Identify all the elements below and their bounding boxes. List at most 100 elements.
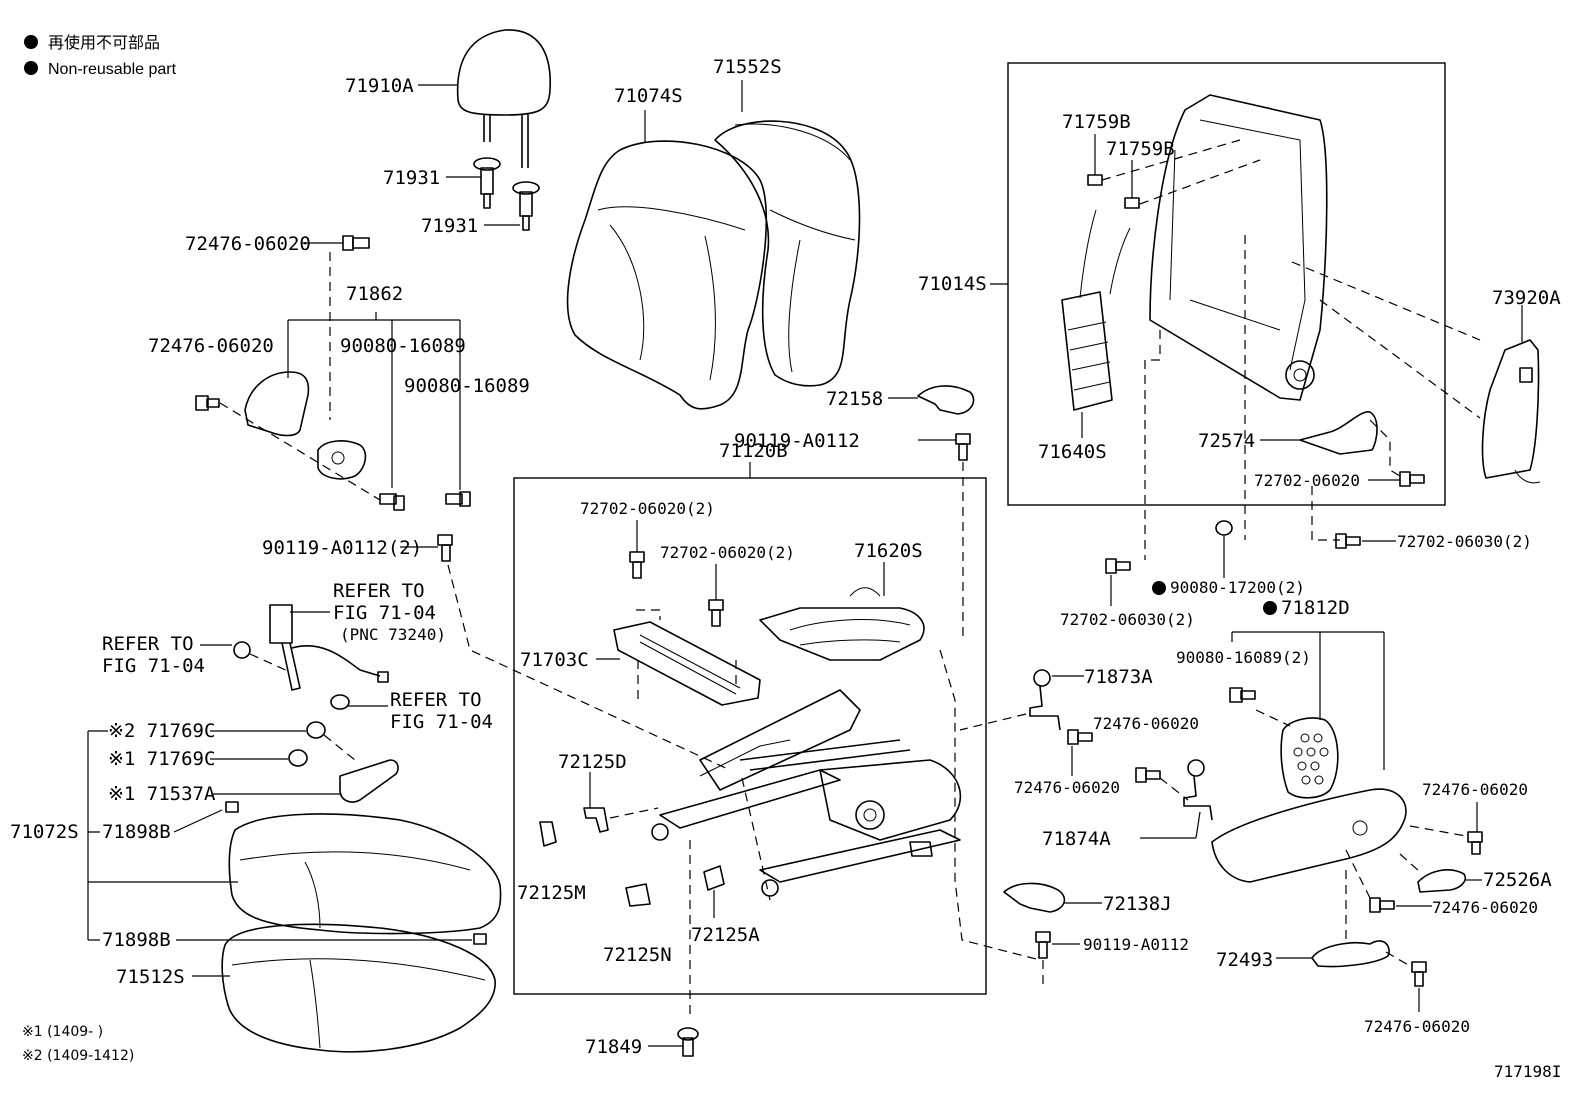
bracket-lines (287, 312, 461, 490)
label-72476-a: 72476-06020 (1422, 780, 1528, 799)
label-71931-lower: 71931 (421, 215, 478, 237)
bolt-icon (1035, 931, 1051, 959)
label-72125A: 72125A (691, 924, 760, 946)
bolt-icon (1399, 471, 1425, 487)
dashed-guide (689, 777, 771, 1020)
label-71072S: 71072S (10, 821, 79, 843)
seat-cushion-cover-drawing (228, 813, 502, 935)
bolt-icon (1229, 687, 1256, 703)
dashed-guide (1409, 825, 1467, 837)
bolt-icon (1411, 961, 1427, 987)
cover-72125N-drawing (625, 883, 651, 907)
clip-icon (1087, 174, 1103, 186)
label-71759B-b: 71759B (1106, 138, 1175, 160)
non-reusable-dot-icon (24, 61, 38, 75)
bolt-icon (437, 534, 453, 562)
dashed-guide (1255, 709, 1291, 727)
refer-to-2: REFER TO (102, 633, 194, 655)
label-72138J: 72138J (1103, 893, 1172, 915)
label-72476-b: 72476-06020 (1432, 898, 1538, 917)
leader (173, 809, 223, 833)
label-72476-c: 72476-06020 (1364, 1017, 1470, 1036)
bolt-icon (195, 395, 471, 511)
label-72125M: 72125M (517, 882, 586, 904)
label-71873A: 71873A (1084, 666, 1153, 688)
clip-icon (225, 801, 239, 813)
label-72476-mid: 72476-06020 (148, 335, 274, 357)
label-72702-2b: 72702-06020(2) (660, 543, 795, 562)
dashed-guide (323, 734, 356, 761)
clip-icon (306, 721, 326, 739)
clip-icon (1124, 197, 1140, 209)
label-71120B: 71120B (719, 440, 788, 462)
bolt-icon (342, 235, 370, 251)
hinge-cover-71812D-drawing (1211, 717, 1407, 883)
back-board-73920A-drawing (1481, 339, 1541, 484)
label-73920A: 73920A (1492, 287, 1561, 309)
seatback-cover-71552S-drawing (714, 120, 861, 387)
cover-72158-drawing (917, 385, 975, 415)
label-72476-top: 72476-06020 (185, 233, 311, 255)
lever-72493-drawing (1311, 940, 1390, 968)
label-71874A: 71874A (1042, 828, 1111, 850)
bolt-icon (1135, 767, 1161, 783)
dashed-guide (1159, 777, 1189, 801)
dashed-guide (959, 713, 1027, 731)
knob-72526A-drawing (1417, 869, 1466, 893)
label-71849: 71849 (585, 1036, 642, 1058)
cover-72125M-drawing (539, 821, 557, 847)
nut-icon (1215, 520, 1233, 536)
label-72158: 72158 (826, 388, 883, 410)
label-90080-16089-2: 90080-16089(2) (1176, 648, 1311, 667)
label-90119-right: 90119-A0112 (1083, 935, 1189, 954)
seatback-frame-drawing (1149, 94, 1328, 401)
dashed-guide (1385, 951, 1411, 967)
legend-japanese: 再使用不可部品 (48, 34, 160, 52)
cover-72125A-drawing (703, 865, 725, 891)
bracket-lines (1231, 631, 1385, 770)
label-90080-16089-a: 90080-16089 (340, 335, 466, 357)
seat-cushion-pad-drawing (221, 923, 496, 1053)
bracket-72574-drawing (1299, 411, 1378, 455)
refer-to-3: REFER TO (390, 689, 482, 711)
footnote-2: ※2 (1409-1412) (22, 1048, 134, 1064)
dashed-guide (249, 653, 291, 673)
headrest-drawing (456, 29, 551, 168)
label-72702-06030-l: 72702-06030(2) (1060, 610, 1195, 629)
label-90080-17200: 90080-17200(2) (1170, 578, 1305, 597)
seat-adjuster-drawing (651, 689, 962, 897)
label-71703C: 71703C (520, 649, 589, 671)
label-71898B-a: 71898B (102, 821, 171, 843)
bolt-icon (1105, 558, 1131, 574)
bolt-icon (1369, 897, 1395, 913)
washer-icon (233, 641, 251, 659)
label-71931-upper: 71931 (383, 167, 440, 189)
refer-pnc-1: (PNC 73240) (340, 625, 446, 644)
bolt-icon (1467, 831, 1483, 855)
label-72526A: 72526A (1483, 869, 1552, 891)
label-72702-2a: 72702-06020(2) (580, 499, 715, 518)
label-72125D: 72125D (558, 751, 627, 773)
plate-71537A-drawing (339, 759, 399, 803)
seatbelt-buckle-drawing (269, 604, 389, 691)
dashed-guide (609, 807, 659, 819)
label-72125N: 72125N (603, 944, 672, 966)
headrest-support-drawing (473, 157, 540, 231)
figure-id: 717198I (1494, 1062, 1561, 1081)
dashed-guide (447, 564, 731, 771)
spring-71620S-drawing (759, 587, 925, 661)
pad-71703C-drawing (613, 621, 761, 706)
cover-72125D-drawing (583, 807, 609, 833)
bolt-icon (708, 599, 724, 627)
clip-icon (288, 749, 308, 767)
label-72476-d: 72476-06020 (1014, 778, 1120, 797)
cover-72138J-drawing (1003, 882, 1066, 913)
non-reusable-dot-icon (1263, 601, 1277, 615)
dashed-guide (1345, 849, 1371, 899)
label-71769C-1: ※1 71769C (108, 748, 215, 770)
lumbar-71640S-drawing (1061, 209, 1131, 411)
hook-71874A-drawing (1183, 759, 1213, 821)
label-90119-left: 90119-A0112(2) (262, 537, 422, 559)
